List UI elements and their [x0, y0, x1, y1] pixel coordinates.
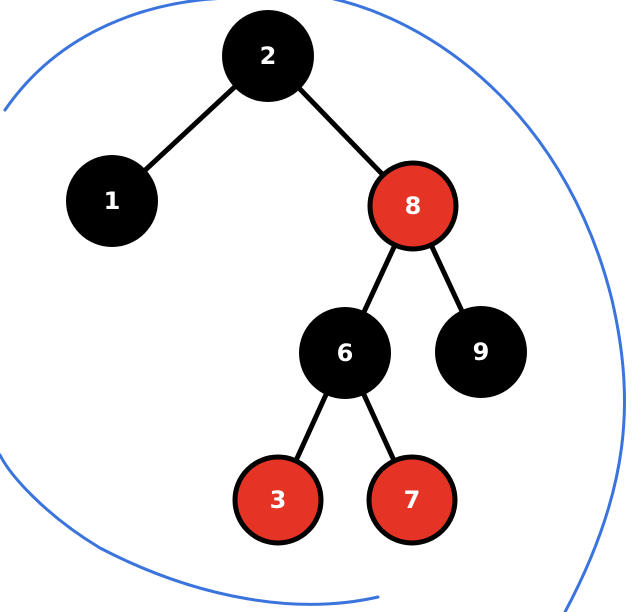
tree-node-7: 7 — [366, 454, 458, 546]
node-label: 3 — [270, 486, 287, 514]
node-circle — [366, 454, 458, 546]
tree-node-3: 3 — [232, 454, 324, 546]
tree-node-6: 6 — [299, 307, 391, 399]
node-circle — [299, 307, 391, 399]
node-label: 2 — [260, 42, 277, 70]
tree-edges — [109, 53, 484, 503]
tree-node-1: 1 — [66, 155, 158, 247]
tree-node-8: 8 — [367, 160, 459, 252]
node-label: 1 — [104, 187, 121, 215]
node-circle — [232, 454, 324, 546]
node-label: 7 — [404, 486, 421, 514]
tree-node-2: 2 — [222, 10, 314, 102]
node-label: 9 — [473, 338, 490, 366]
node-circle — [435, 306, 527, 398]
node-label: 8 — [405, 192, 422, 220]
node-circle — [367, 160, 459, 252]
node-circle — [222, 10, 314, 102]
tree-node-9: 9 — [435, 306, 527, 398]
node-circle — [66, 155, 158, 247]
node-label: 6 — [337, 339, 354, 367]
